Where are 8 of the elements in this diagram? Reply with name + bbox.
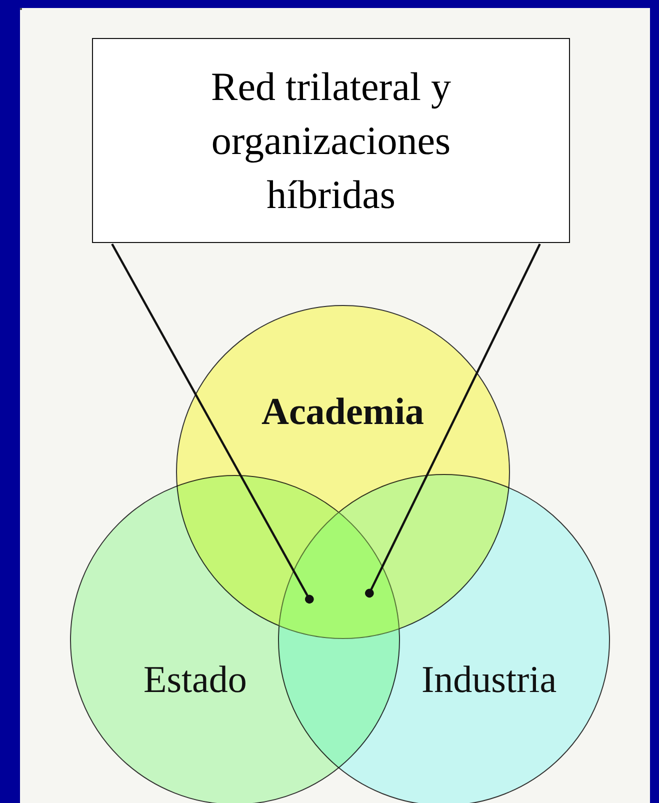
callout-text: Red trilateral y organizaciones híbridas bbox=[210, 62, 452, 218]
set-label: Estado bbox=[144, 658, 247, 702]
leader-line bbox=[111, 243, 314, 604]
overlap-region bbox=[278, 512, 400, 639]
set-label: Academia bbox=[262, 390, 424, 434]
callout-box bbox=[92, 38, 570, 243]
leader-line bbox=[365, 244, 541, 598]
set-label: Industria bbox=[422, 658, 557, 702]
